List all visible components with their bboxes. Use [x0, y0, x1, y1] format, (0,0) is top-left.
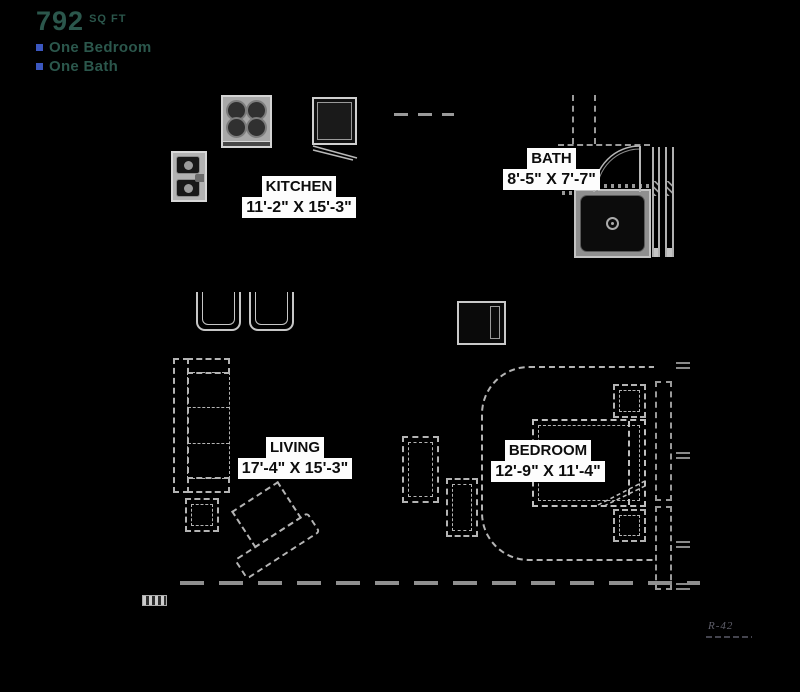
bath-wall-segment [665, 147, 674, 257]
wall-cap [654, 248, 658, 257]
sofa-back [173, 358, 189, 493]
wall-tick-mark [676, 362, 690, 369]
plan-ref-underline [706, 636, 752, 638]
closet-dashed-wall [655, 506, 672, 590]
bath-closet-dashed-wall [572, 95, 574, 144]
refrigerator-door-swing [312, 145, 358, 161]
bedroom-rug [481, 366, 654, 561]
sofa-cushion-divider [188, 443, 229, 444]
bar-stool-inner [255, 292, 288, 325]
sink-basin [176, 179, 200, 197]
side-table-inner [191, 504, 213, 526]
plan-header: 792 SQ FT One Bedroom One Bath [36, 6, 151, 75]
bed-pillow-divider [628, 421, 630, 505]
sofa-seat [187, 372, 230, 479]
wall-cap [667, 248, 672, 257]
room-dimensions: 8'-5" X 7'-7" [503, 169, 600, 190]
table-inner [408, 442, 433, 497]
room-label-bath: BATH 8'-5" X 7'-7" [500, 148, 603, 190]
shower-drain-icon [605, 216, 619, 230]
wall-tick-mark [676, 541, 690, 548]
bar-stool [196, 292, 241, 331]
side-table [185, 498, 219, 532]
table [402, 436, 439, 503]
plan-ref-label: R-42 [708, 620, 733, 632]
feature-item-bedroom: One Bedroom [36, 39, 151, 56]
room-name: KITCHEN [261, 176, 337, 197]
sink-faucet-icon [184, 161, 193, 170]
room-dimensions: 11'-2" X 15'-3" [242, 197, 356, 218]
room-label-living: LIVING 17'-4" X 15'-3" [235, 437, 355, 479]
wall-tick-mark [676, 452, 690, 459]
shower-drain-center [610, 221, 614, 225]
chair [446, 478, 478, 537]
sink-spout-icon [195, 174, 204, 182]
sofa-cushion-divider [188, 407, 229, 408]
room-dimensions: 17'-4" X 15'-3" [237, 458, 353, 479]
bath-wall-segment [652, 147, 660, 257]
sink-basin [176, 156, 200, 174]
sqft-value: 792 [36, 6, 85, 36]
plan-ref-text: R-42 [708, 620, 734, 632]
room-name: BEDROOM [504, 440, 592, 461]
kitchen-stove [221, 95, 272, 148]
shower-pan [580, 195, 645, 252]
room-label-bedroom: BEDROOM 12'-9" X 11'-4" [491, 440, 605, 482]
feature-label: One Bath [49, 58, 119, 75]
feature-label: One Bedroom [49, 39, 152, 56]
room-label-kitchen: KITCHEN 11'-2" X 15'-3" [237, 176, 361, 218]
stove-burner-icon [226, 117, 247, 138]
wall-hatch [667, 181, 672, 196]
utility-appliance [457, 301, 506, 345]
chair-inner [452, 484, 472, 531]
sofa-arm [187, 477, 230, 493]
refrigerator-inner [317, 102, 352, 140]
nightstand-inner [619, 515, 640, 536]
shower [574, 189, 651, 258]
scale-marker [142, 595, 167, 606]
nightstand-inner [619, 390, 640, 412]
room-dimensions: 12'-9" X 11'-4" [491, 461, 605, 482]
bullet-square-icon [36, 44, 43, 51]
bath-wall-dashed-line [558, 144, 650, 146]
sofa-arm [187, 358, 230, 374]
upper-cabinet-dashed-line [394, 113, 454, 116]
kitchen-sink [171, 151, 207, 202]
feature-item-bath: One Bath [36, 58, 151, 75]
bar-stool-inner [202, 292, 235, 325]
sink-faucet-icon [184, 184, 193, 193]
bath-closet-dashed-wall [594, 95, 596, 144]
appliance-door-bar [490, 306, 500, 339]
room-name: LIVING [265, 437, 324, 458]
bullet-square-icon [36, 63, 43, 70]
room-name: BATH [527, 148, 576, 169]
patio-edge-dashed-line [180, 581, 700, 585]
sqft-unit: SQ FT [89, 13, 127, 25]
nightstand [613, 384, 646, 418]
closet-dashed-wall [655, 381, 672, 501]
wall-hatch [654, 181, 658, 196]
stove-control-strip [223, 141, 270, 146]
square-footage: 792 SQ FT [36, 6, 151, 37]
refrigerator [312, 97, 357, 145]
bar-stool [249, 292, 294, 331]
stove-burner-icon [246, 117, 267, 138]
nightstand [613, 509, 646, 542]
